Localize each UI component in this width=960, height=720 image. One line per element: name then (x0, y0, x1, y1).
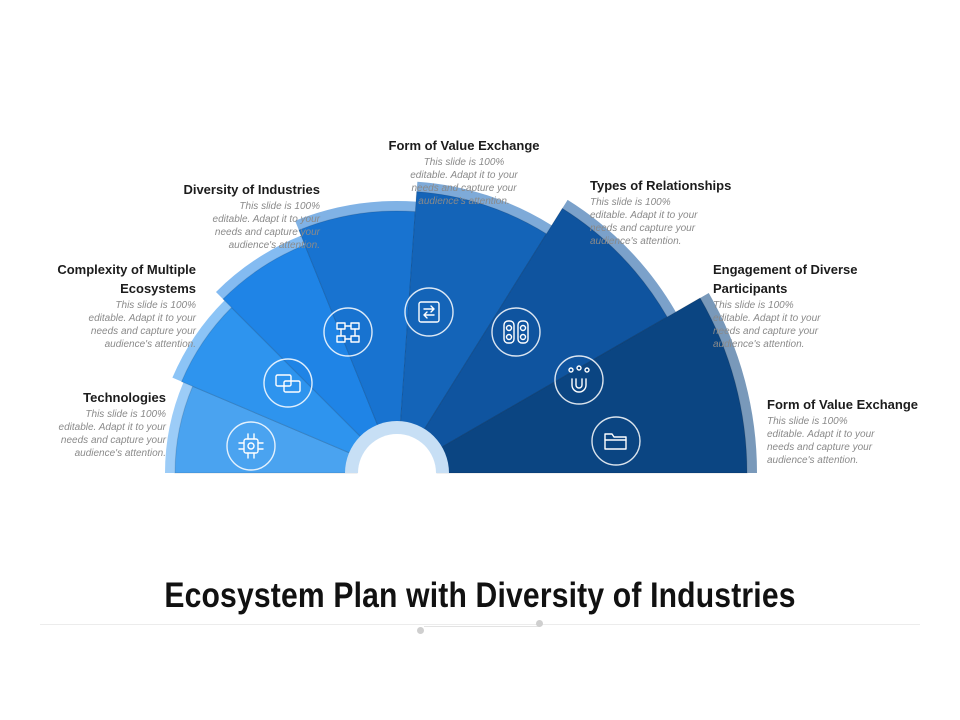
label-description: This slide is 100% editable. Adapt it to… (58, 409, 166, 459)
industry-network-icon (323, 307, 373, 357)
label-complexity-of-multiple-ecosystems: Complexity of Multiple Ecosystems This s… (0, 260, 196, 352)
label-description: This slide is 100% editable. Adapt it to… (410, 157, 518, 207)
label-description: This slide is 100% editable. Adapt it to… (767, 416, 875, 466)
title-divider-accent (424, 626, 540, 627)
label-title: Form of Value Exchange (767, 397, 918, 412)
label-description: This slide is 100% editable. Adapt it to… (88, 300, 196, 350)
divider-dot-left (417, 627, 424, 634)
label-title: Diversity of Industries (183, 182, 320, 197)
chat-windows-icon (263, 358, 313, 408)
page-title: Ecosystem Plan with Diversity of Industr… (164, 576, 796, 615)
folder-icon (591, 416, 641, 466)
people-link-icon (491, 307, 541, 357)
label-title: Types of Relationships (590, 178, 732, 193)
center-hub (358, 434, 436, 473)
label-title: Engagement of Diverse Participants (713, 262, 858, 296)
label-diversity-of-industries: Diversity of Industries This slide is 10… (120, 180, 320, 253)
label-title: Technologies (83, 390, 166, 405)
ecosystem-fan-diagram (165, 181, 757, 474)
label-form-of-value-exchange-top: Form of Value Exchange This slide is 100… (364, 136, 564, 209)
exchange-arrows-icon (404, 287, 454, 337)
label-description: This slide is 100% editable. Adapt it to… (590, 197, 698, 247)
title-divider (40, 624, 920, 625)
label-technologies: Technologies This slide is 100% editable… (0, 388, 166, 461)
label-form-of-value-exchange-right: Form of Value Exchange This slide is 100… (767, 395, 960, 468)
label-description: This slide is 100% editable. Adapt it to… (713, 300, 821, 350)
label-title: Complexity of Multiple Ecosystems (57, 262, 196, 296)
circuit-chip-icon (226, 421, 276, 471)
label-description: This slide is 100% editable. Adapt it to… (212, 201, 320, 251)
label-types-of-relationships: Types of Relationships This slide is 100… (590, 176, 790, 249)
divider-dot-right (536, 620, 543, 627)
label-engagement-of-diverse-participants: Engagement of Diverse Participants This … (713, 260, 913, 352)
label-title: Form of Value Exchange (388, 138, 540, 153)
magnet-people-icon (554, 355, 604, 405)
